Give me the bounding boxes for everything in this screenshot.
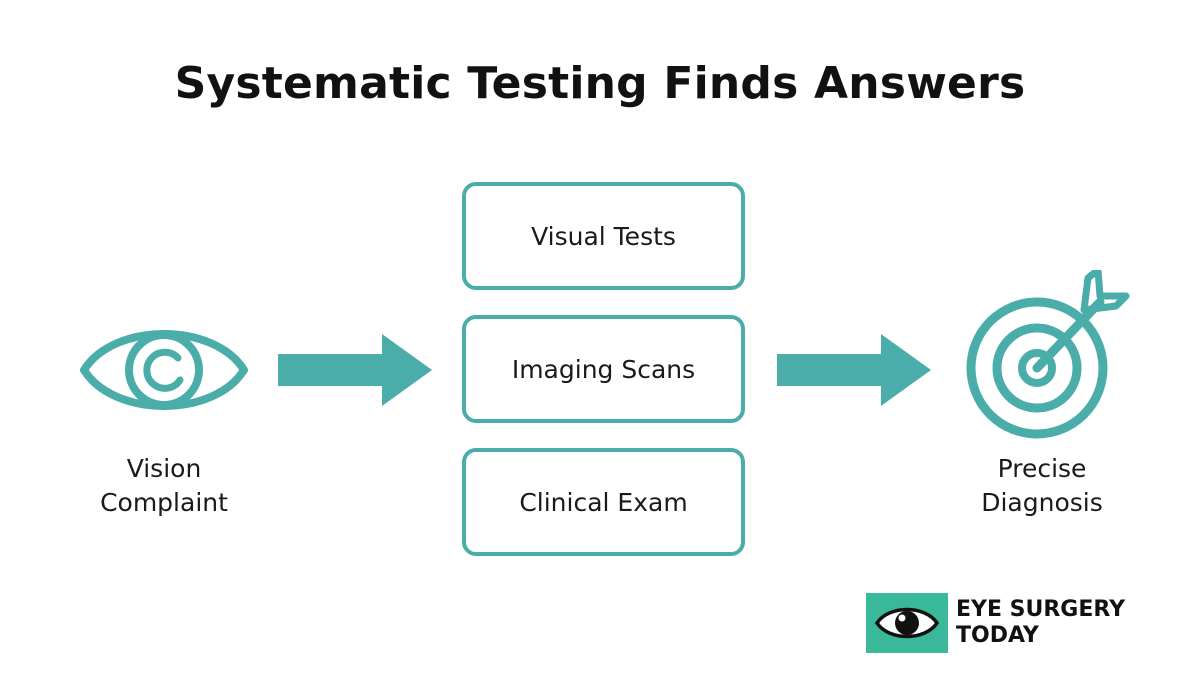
flow-arrow: [777, 334, 931, 406]
start-caption: Vision Complaint: [64, 452, 264, 520]
logo-text: EYE SURGERY TODAY: [956, 597, 1125, 649]
target-arrow-icon: [966, 270, 1130, 439]
end-caption-line: Diagnosis: [981, 488, 1103, 517]
eye-icon: [874, 607, 940, 639]
logo-text-line: EYE SURGERY: [956, 597, 1126, 622]
start-caption-line: Complaint: [100, 488, 228, 517]
flow-arrow: [278, 334, 432, 406]
logo-text-line: TODAY: [956, 623, 1039, 648]
step-box-clinical-exam: Clinical Exam: [462, 448, 745, 556]
start-caption-line: Vision: [126, 454, 202, 483]
page-title: Systematic Testing Finds Answers: [174, 58, 1026, 109]
step-box-visual-tests: Visual Tests: [462, 182, 745, 290]
eye-icon: [80, 330, 248, 410]
logo-badge: [866, 593, 948, 653]
end-caption-line: Precise: [997, 454, 1087, 483]
brand-logo: EYE SURGERY TODAY: [866, 593, 1125, 653]
end-caption: Precise Diagnosis: [942, 452, 1142, 520]
step-box-imaging-scans: Imaging Scans: [462, 315, 745, 423]
